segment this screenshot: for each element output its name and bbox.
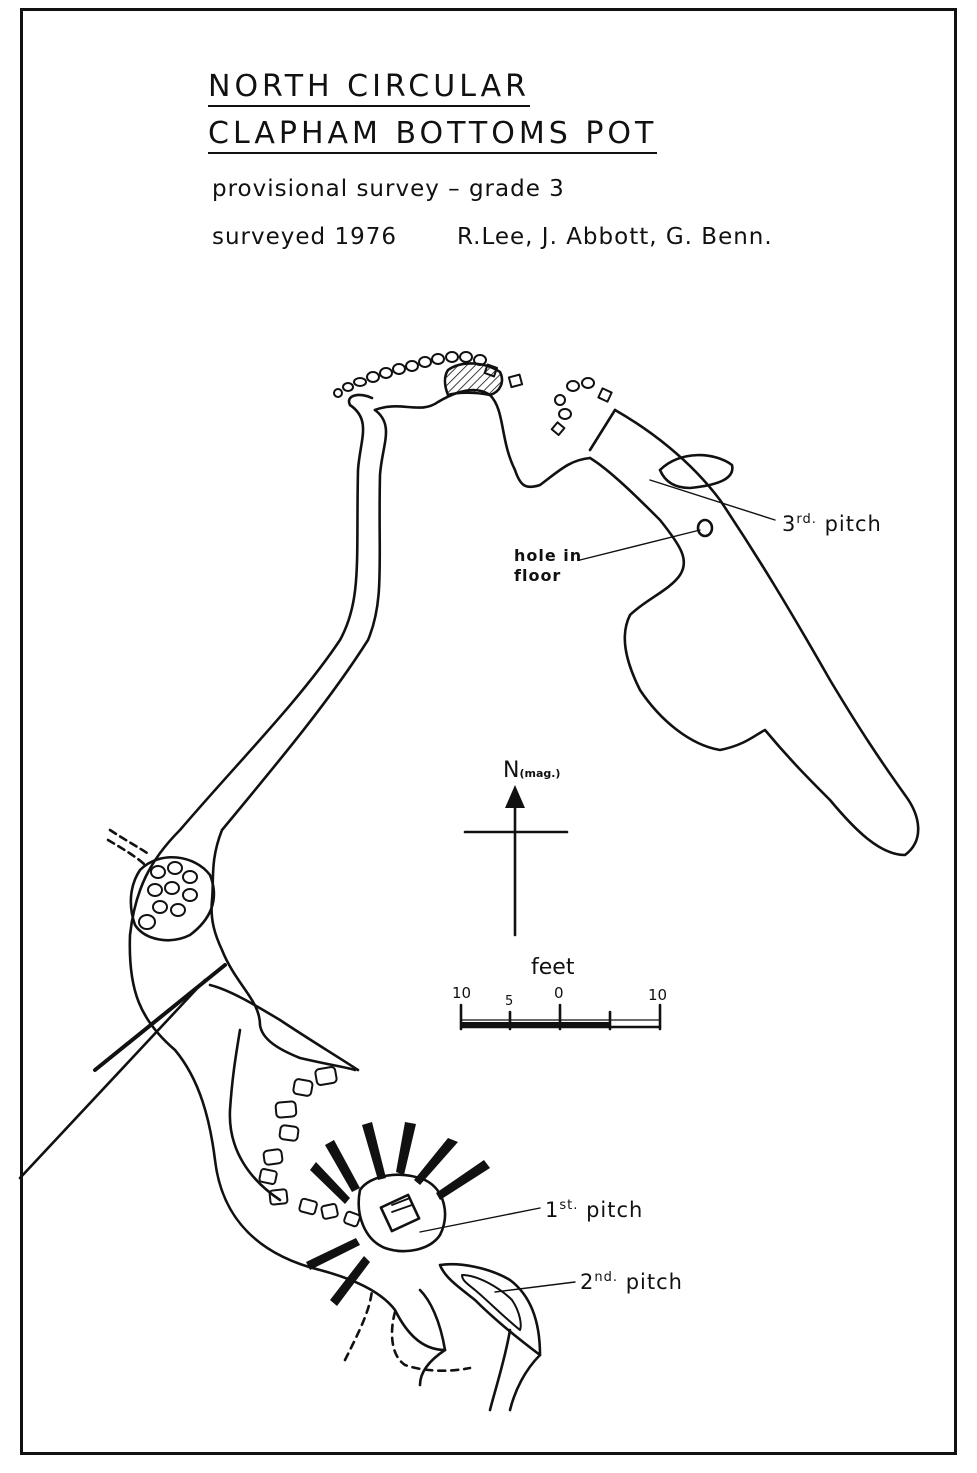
label-3rd-pitch: 3rd. pitch	[782, 512, 882, 536]
boulder-row-lower	[258, 1066, 361, 1228]
title-line-2: CLAPHAM BOTTOMS POT	[208, 117, 658, 154]
scale-tick-10-right: 10	[648, 986, 668, 1004]
north-letter: N	[503, 758, 520, 783]
scale-tick-5: 5	[505, 994, 514, 1009]
passage-wall-inner	[228, 1028, 282, 1202]
boulder-cluster-top-right	[550, 377, 613, 437]
boulder-row-top	[333, 351, 524, 398]
label-hole-line-2: floor	[514, 566, 562, 585]
entrance-arch-inner	[347, 393, 374, 407]
label-3rd-pitch-word: pitch	[824, 512, 882, 536]
leader-1st-pitch	[419, 1207, 541, 1233]
boulder-chamber-outline	[129, 856, 216, 942]
scale-unit: feet	[531, 955, 575, 980]
label-3rd-pitch-num: 3	[782, 512, 797, 536]
map-border	[20, 8, 957, 1455]
scale-tick-0: 0	[554, 984, 564, 1002]
label-2nd-pitch-word: pitch	[625, 1270, 683, 1294]
label-hole-line-1: hole in	[514, 546, 583, 565]
lower-dashed-passage	[343, 1288, 472, 1372]
leader-3rd-pitch	[649, 479, 776, 521]
side-alcove	[658, 453, 734, 490]
title-line-1: NORTH CIRCULAR	[208, 70, 530, 107]
label-1st-pitch: 1st. pitch	[545, 1198, 643, 1222]
north-qualifier: (mag.)	[519, 767, 561, 780]
entrance-arch	[373, 388, 592, 489]
pitch-rays	[306, 1122, 490, 1306]
chamber-3rd-pitch	[588, 408, 920, 857]
fault-line-upper	[208, 983, 360, 1072]
label-2nd-pitch-num: 2	[580, 1270, 595, 1294]
fault-line-short	[93, 963, 227, 1072]
pitch-2nd-shaft	[438, 1263, 542, 1357]
side-passage-dashed	[106, 828, 152, 867]
leader-hole-in-floor	[579, 529, 701, 561]
label-2nd-pitch: 2nd. pitch	[580, 1270, 683, 1294]
scale-bar	[459, 1003, 662, 1031]
survey-credits: surveyed 1976 R.Lee, J. Abbott, G. Benn.	[212, 224, 773, 250]
boulder-cluster-mid	[138, 861, 198, 930]
label-1st-pitch-word: pitch	[586, 1198, 644, 1222]
scale-tick-10-left: 10	[452, 984, 472, 1002]
pitch-1st-ledge	[391, 1197, 413, 1213]
surveyor-names: R.Lee, J. Abbott, G. Benn.	[456, 224, 773, 250]
passage-wall-west	[128, 403, 447, 1352]
label-1st-pitch-num: 1	[545, 1198, 560, 1222]
label-3rd-pitch-sup: rd.	[796, 512, 817, 527]
lower-passage-wall	[418, 1288, 542, 1412]
label-2nd-pitch-sup: nd.	[594, 1270, 618, 1285]
pitch-1st-shaft	[379, 1193, 421, 1233]
surveyed-year: surveyed 1976	[212, 224, 397, 250]
hatched-boulder	[443, 362, 504, 397]
north-arrow-head	[505, 785, 525, 808]
survey-grade: provisional survey – grade 3	[212, 176, 565, 202]
hole-in-floor-mark	[696, 518, 714, 538]
pitch-3rd-shaft	[588, 408, 617, 452]
pitch-1st-chamber	[357, 1173, 447, 1253]
pitch-2nd-inner	[461, 1274, 522, 1331]
fault-line-long	[18, 978, 207, 1180]
leader-2nd-pitch	[494, 1281, 576, 1293]
passage-wall-east	[210, 408, 388, 1072]
label-1st-pitch-sup: st.	[559, 1198, 579, 1213]
north-label: N(mag.)	[503, 758, 560, 783]
